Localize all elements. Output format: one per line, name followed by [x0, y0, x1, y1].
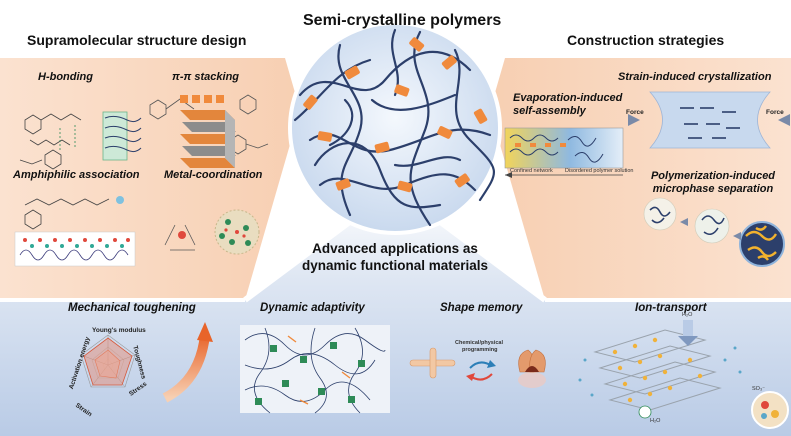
ion-label-water-bottom: H₂O	[650, 418, 661, 424]
center-heading-line2: dynamic functional materials	[301, 258, 489, 273]
radar-chart	[80, 322, 213, 403]
label-h-bonding: H-bonding	[38, 71, 93, 83]
polymer-network-circle	[288, 21, 502, 235]
gel-label-left: Confined network	[510, 168, 553, 174]
label-shape-memory: Shape memory	[440, 302, 523, 314]
figure-title: Semi-crystalline polymers	[303, 12, 502, 29]
gel-label-right: Disordered polymer solution	[565, 168, 634, 174]
label-strain-crystallization: Strain-induced crystallization	[618, 71, 772, 83]
label-mechanical-toughening: Mechanical toughening	[68, 302, 196, 314]
amphiphilic-illustration	[14, 196, 136, 267]
strain-crystallization-illustration	[628, 91, 790, 149]
right-panel-heading: Construction strategies	[567, 32, 725, 48]
label-evaporation: Evaporation-induced self-assembly	[513, 92, 623, 117]
label-pi-stacking: π-π stacking	[172, 71, 240, 83]
h-bonding-illustration	[19, 113, 82, 170]
label-amphiphilic: Amphiphilic association	[13, 169, 140, 181]
ion-label-sulfonate: SO₃⁻	[752, 386, 766, 392]
label-metal-coordination: Metal-coordination	[164, 169, 263, 181]
ion-transport-illustration	[578, 320, 789, 429]
force-right-label: Force	[766, 109, 784, 116]
center-heading: Advanced applications as dynamic functio…	[295, 240, 495, 274]
evaporation-self-assembly-illustration	[504, 127, 624, 178]
dynamic-adaptivity-network	[240, 325, 390, 414]
bottom-panel-bg	[0, 190, 791, 436]
label-microphase: Polymerization-induced microphase separa…	[650, 170, 776, 195]
metal-coordination-illustration	[164, 209, 260, 255]
label-dynamic-adaptivity: Dynamic adaptivity	[260, 302, 365, 314]
label-ion-transport: Ion-transport	[635, 302, 707, 314]
radar-axis-youngs-modulus: Young's modulus	[92, 327, 146, 334]
shape-memory-illustration	[409, 347, 546, 388]
ion-label-water-top: H₂O	[682, 312, 693, 318]
force-left-label: Force	[626, 109, 644, 116]
shape-memory-label-2: programming	[462, 347, 498, 353]
microphase-separation-illustration	[643, 197, 785, 267]
shape-memory-label-1: Chemical/physical	[455, 340, 503, 346]
left-panel-heading: Supramolecular structure design	[27, 32, 247, 48]
pi-stacking-illustration	[149, 94, 269, 168]
h-bonding-stack	[102, 111, 142, 161]
center-heading-line1: Advanced applications as	[312, 241, 478, 256]
